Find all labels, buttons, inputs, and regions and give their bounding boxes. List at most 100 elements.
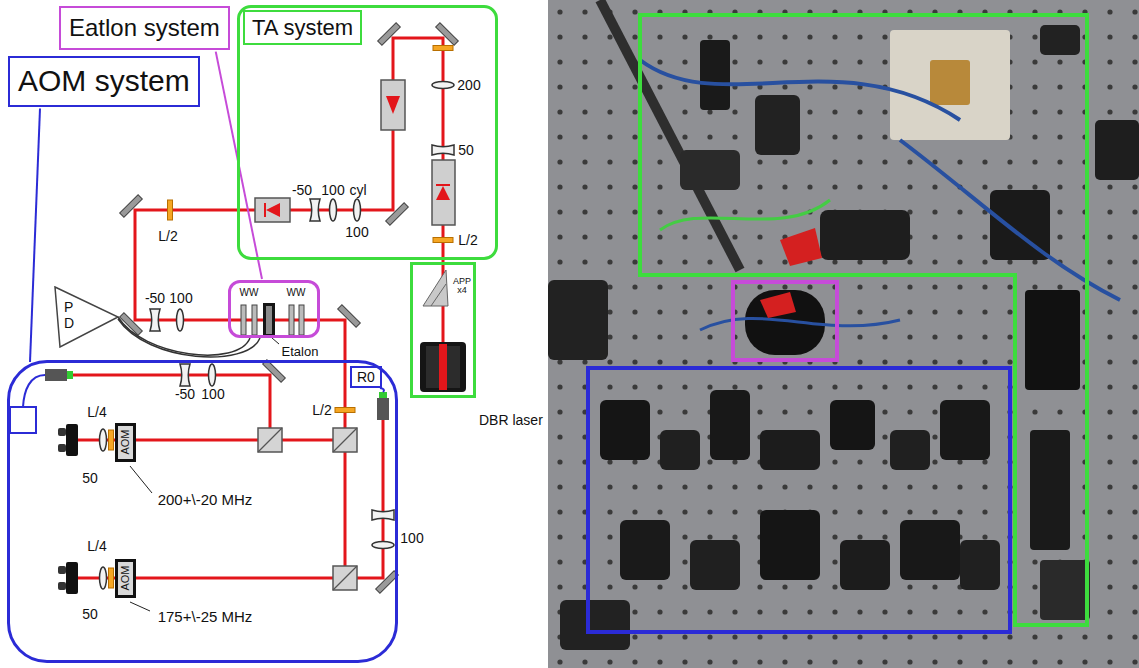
part-label: -50 [175,386,195,402]
convex-lens-part [177,309,184,331]
part-label: 50 [82,606,98,622]
leader-line [30,109,40,363]
concave-lens-part [432,145,454,155]
part-label: 50 [458,142,474,158]
concave-lens [150,309,160,331]
table-photo-part [548,0,1139,668]
mirror-symbol [263,360,286,383]
table-photo-part [760,510,820,580]
part-label: 100 [400,530,423,546]
etalon-parts-part [252,305,257,335]
fiber-coupler-part [10,407,36,433]
optical-isolator-part [386,96,400,114]
amplifier-chip-part [255,198,290,222]
waveplate-symbol [433,46,453,51]
convex-lens [372,542,394,549]
fiber-coupler [377,388,389,420]
table-photo-part [1025,290,1080,390]
leader-line-part [130,602,150,611]
fiber-coupler [10,369,73,433]
convex-lens-part [209,364,216,386]
part-label: -50 [292,182,312,198]
table-photo-part [600,400,650,460]
dbr-laser-body-part [423,270,448,306]
waveplate-symbol [109,430,114,450]
aom-crystal: AOM [115,559,136,598]
waveplate-symbol-part [433,46,453,51]
fiber-coupler-part [379,392,387,398]
table-photo-part [760,292,796,318]
table-photo-part [660,430,700,470]
convex-lens [354,199,361,221]
part-label: 200 [457,77,480,93]
mirror-symbol [338,305,361,328]
convex-lens-part [372,542,394,549]
concave-lens-part [150,309,160,331]
beam-splitter-cube [333,428,357,452]
etalon-parts-part [299,305,304,335]
part-label: L/4 [87,538,106,554]
waveplate-symbol-part [109,430,114,450]
waveplate-symbol [168,200,173,220]
beam-splitter-cube-part [333,566,357,590]
part-label: 100 [321,182,344,198]
etalon-parts-part [289,305,294,335]
waveplate-symbol [335,408,355,413]
convex-lens [432,82,454,89]
retro-mirror-mount [58,562,78,594]
concave-lens [372,510,394,520]
convex-lens [100,429,107,451]
leader-line [130,338,279,611]
etalon-parts-part [241,305,246,335]
table-photo-part [600,0,740,270]
table-photo-part [1095,120,1139,180]
node-heading: AOM [119,565,132,590]
node-heading: DBR laser [479,412,543,428]
table-photo-part [760,430,820,470]
table-photo-part [890,30,1010,140]
retro-mirror-mount [58,424,78,456]
concave-lens-part [372,510,394,520]
part-label: -50 [145,290,165,306]
fiber-coupler-part [45,369,67,381]
region-frames-part [733,282,837,360]
concave-lens [180,364,190,386]
table-photo-part [940,400,990,460]
part-label: 200+\-20 MHz [158,491,253,508]
leader-line-part [130,466,152,493]
retro-mirror-mount-part [58,582,66,590]
etalon-parts [241,303,304,337]
table-photo-part [960,540,1000,590]
mirror-symbol-part [338,305,361,328]
table-photo-part [660,200,830,230]
node-heading: TA system [243,10,362,45]
etalon-region: Eatlon systemWWWW [228,280,320,338]
waveplate-symbol-part [433,238,453,243]
beam-splitter-cube [333,566,357,590]
part-label: APP x4 [453,277,471,296]
node-heading: R0 [357,369,375,385]
table-photo-part [1040,25,1080,55]
part-label: L/2 [158,228,177,244]
fiber-coupler-part [377,398,389,420]
dbr-laser-body-part [431,284,446,306]
table-photo-part [755,95,800,155]
waveplate-symbol-part [168,200,173,220]
retro-mirror-mount-part [66,562,78,594]
table-photo-part [1030,430,1070,550]
node-heading: AOM [119,429,132,454]
convex-lens [100,567,107,589]
beam-splitter-cube-part [333,428,357,452]
node-text: WW [287,287,306,299]
mirror-symbol-part [263,360,286,383]
table-photo-part [620,520,670,580]
table-photo-part [710,390,750,460]
part-label: Etalon [282,345,319,360]
table-photo-part [700,318,900,330]
retro-mirror-mount-part [58,566,66,574]
mirror-symbol-part [378,23,401,46]
amplifier-chip-part [264,203,266,217]
mirror-symbol [120,195,143,218]
node-heading: P D [64,299,74,331]
